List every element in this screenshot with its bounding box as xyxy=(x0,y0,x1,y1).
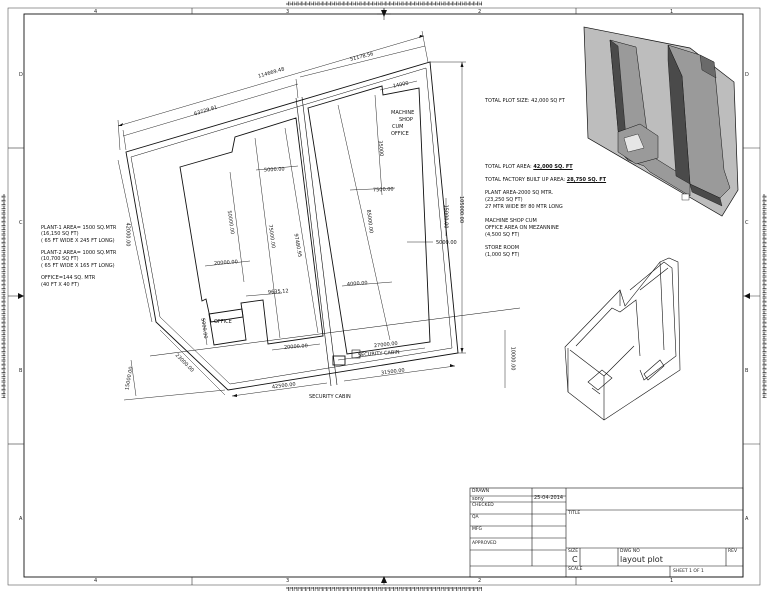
zone-bottom-4: 4 xyxy=(94,578,98,584)
note-plant-area-2: (23,250 SQ FT) xyxy=(485,197,523,203)
dim-right-10000: 10000.00 xyxy=(509,346,516,371)
tb-size-value: C xyxy=(572,555,578,564)
tb-drawn-label: DRAWN xyxy=(472,489,490,494)
dim-plant2-5000: 5000.00 xyxy=(436,240,457,246)
note-plot-area-label: TOTAL PLOT AREA: xyxy=(485,164,534,170)
plan-view xyxy=(125,61,521,391)
note-plant-area-3: 27 MTR WIDE BY 80 MTR LONG xyxy=(485,204,563,210)
tb-dwg-no-label: DWG NO xyxy=(620,549,640,554)
dimension-lines xyxy=(117,30,506,401)
plant-2-outline xyxy=(307,85,431,355)
note-machine-shop-1: MACHINE SHOP CUM xyxy=(485,218,537,224)
tb-mfg-label: MFG xyxy=(472,527,482,532)
tb-approved-label: APPROVED xyxy=(472,541,497,546)
zone-top-2: 2 xyxy=(478,9,482,15)
tb-dwg-no-value: layout plot xyxy=(620,555,663,564)
label-machine: MACHINE xyxy=(391,110,415,116)
security-cabin-1 xyxy=(332,355,346,366)
dim-left-42000: 42000.00 xyxy=(124,222,131,247)
office-outline xyxy=(208,308,247,346)
label-cum: CUM xyxy=(392,124,404,130)
note-machine-shop-3: (4,500 SQ FT) xyxy=(485,232,520,238)
note-built-up-label: TOTAL FACTORY BUILT UP AREA: xyxy=(485,177,567,183)
note-left-line: (16,150 SQ FT) xyxy=(41,231,79,238)
note-left-line: PLANT-1 AREA= 1500 SQ.MTR xyxy=(41,225,117,231)
plot-inner-boundary xyxy=(130,67,453,385)
zone-top-4: 4 xyxy=(94,9,98,15)
plot-boundary xyxy=(125,61,459,391)
dim-plant2-35000: 35000 xyxy=(376,140,385,157)
zone-bottom-2: 2 xyxy=(478,578,482,584)
dim-plant2-15000: 15000.00 xyxy=(442,204,449,229)
zone-left-b: B xyxy=(19,368,23,374)
tb-rev-label: REV xyxy=(728,549,738,554)
note-built-up: TOTAL FACTORY BUILT UP AREA: 28,750 SQ. … xyxy=(485,178,606,183)
zone-right-d: D xyxy=(745,72,749,78)
security-cabin-2 xyxy=(351,349,361,359)
isometric-view-wireframe xyxy=(564,257,681,421)
zone-left-d: D xyxy=(19,72,23,78)
note-plot-area: TOTAL PLOT AREA: 42,000 SQ. FT xyxy=(485,165,573,170)
note-machine-shop-2: OFFICE AREA ON MEZANNINE xyxy=(485,225,559,231)
zone-right-c: C xyxy=(745,220,749,226)
note-left-line: (40 FT X 40 FT) xyxy=(41,281,80,288)
isometric-view-top xyxy=(583,26,739,217)
note-store-room-1: STORE ROOM xyxy=(485,245,520,251)
note-built-up-value: 28,750 SQ. FT xyxy=(566,177,607,183)
note-plant-area-1: PLANT AREA-2000 SQ MTR. xyxy=(485,190,554,196)
zone-left-a: A xyxy=(19,516,23,522)
note-left-line: PLANT-2 AREA= 1000 SQ.MTR xyxy=(41,250,117,257)
zone-right-a: A xyxy=(745,516,749,522)
label-shop: SHOP xyxy=(399,117,413,123)
zone-left-c: C xyxy=(19,220,23,226)
zone-bottom-1: 1 xyxy=(670,578,674,584)
note-left-line: OFFICE=144 SQ. MTR xyxy=(41,275,96,282)
tb-drawn-by: sony xyxy=(472,496,484,502)
tb-checked-label: CHECKED xyxy=(472,503,494,508)
label-security-cabin-2: SECURITY CABIN xyxy=(309,394,351,400)
dim-right-105000: 105000.00 xyxy=(458,195,465,224)
note-plot-area-value: 42,000 SQ. FT xyxy=(533,164,573,170)
note-left-line: ( 65 FT WIDE X 245 FT LONG) xyxy=(41,237,115,244)
note-left-line: (10,700 SQ FT) xyxy=(41,256,79,263)
label-office-mezz: OFFICE xyxy=(391,131,409,137)
tb-sheet-label: SHEET 1 OF 1 xyxy=(673,569,704,574)
tb-drawn-date: 25-04-2014 xyxy=(534,495,564,501)
notes-left: PLANT-1 AREA= 1500 SQ.MTR (16,150 SQ FT)… xyxy=(41,225,117,289)
dimension-arrows xyxy=(118,35,464,397)
tb-size-label: SIZE xyxy=(568,549,579,554)
zone-bottom-3: 3 xyxy=(286,578,290,584)
note-store-room-2: (1,000 SQ FT) xyxy=(485,252,520,258)
zone-top-1: 1 xyxy=(670,9,674,15)
title-block xyxy=(469,487,744,578)
plant-1-outline xyxy=(179,117,324,345)
tb-scale-label: SCALE xyxy=(568,567,583,572)
note-plot-size: TOTAL PLOT SIZE: 42,000 SQ FT xyxy=(485,98,565,104)
zone-right-b: B xyxy=(745,368,749,374)
label-office: OFFICE xyxy=(214,319,232,325)
tb-qa-label: QA xyxy=(472,515,479,520)
zone-top-3: 3 xyxy=(286,9,290,15)
tb-title-label: TITLE xyxy=(568,511,581,516)
note-left-line: ( 65 FT WIDE X 165 FT LONG) xyxy=(41,262,115,269)
